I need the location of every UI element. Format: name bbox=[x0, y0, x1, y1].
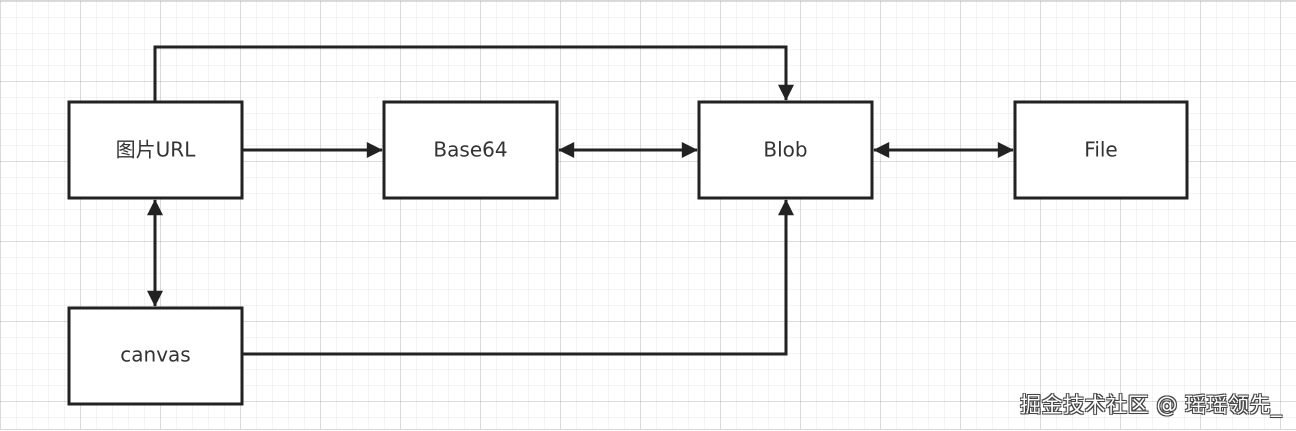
node-file-label: File bbox=[1084, 138, 1117, 162]
node-base64: Base64 bbox=[382, 100, 559, 200]
node-file: File bbox=[1013, 100, 1189, 200]
node-base64-label: Base64 bbox=[433, 138, 507, 162]
edge-imageurl-to-blob-top bbox=[153, 45, 794, 101]
node-blob-label: Blob bbox=[763, 138, 807, 162]
node-image-url: 图片URL bbox=[67, 100, 244, 200]
watermark-text: 掘金技术社区 @ 瑶瑶领先_ bbox=[1020, 393, 1282, 417]
node-image-url-label: 图片URL bbox=[116, 138, 197, 162]
node-canvas-label: canvas bbox=[120, 343, 190, 367]
edges bbox=[147, 45, 1014, 356]
node-blob: Blob bbox=[697, 100, 874, 200]
node-canvas: canvas bbox=[67, 306, 244, 406]
edge-canvas-to-blob bbox=[242, 199, 794, 356]
